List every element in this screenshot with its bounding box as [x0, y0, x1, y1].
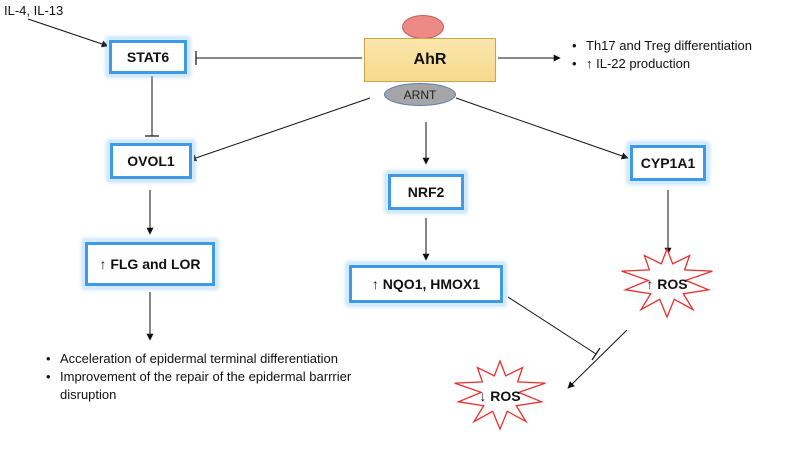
- ovol1-box: OVOL1: [110, 143, 192, 179]
- outcome-th17: Th17 and Treg differentiation: [570, 37, 752, 55]
- arrow-cytokines-to-stat6: [27, 18, 109, 48]
- outcome-acceleration: Acceleration of epidermal terminal diffe…: [44, 350, 374, 368]
- outcome-il22: ↑ IL-22 production: [570, 55, 752, 73]
- ahr-box: AhR: [364, 38, 496, 82]
- ros-down-label: ↓ ROS: [479, 388, 521, 404]
- nqo1-hmox1-box: ↑ NQO1, HMOX1: [349, 265, 503, 303]
- cytokines-label: IL-4, IL-13: [4, 3, 64, 18]
- ros-up-label: ↑ ROS: [646, 276, 688, 292]
- nrf2-box: NRF2: [388, 174, 464, 210]
- arnt-oval: ARNT: [384, 83, 456, 106]
- stat6-box: STAT6: [109, 40, 187, 74]
- inhibition-ahr-to-stat6: [195, 51, 362, 65]
- ros-up-burst: [621, 247, 713, 319]
- outcome-improvement: Improvement of the repair of the epiderm…: [44, 368, 374, 404]
- arrow-ahr-to-ovol1: [189, 97, 371, 162]
- ros-down-burst: [454, 359, 546, 431]
- cyp1a1-box: CYP1A1: [630, 145, 706, 181]
- right-outcomes-list: Th17 and Treg differentiation ↑ IL-22 pr…: [570, 37, 752, 73]
- arrow-rosup-to-rosdown: [567, 329, 628, 389]
- inhibition-nqo1-to-ros: [507, 296, 601, 361]
- ligand-oval: [402, 15, 444, 39]
- flg-lor-box: ↑ FLG and LOR: [85, 242, 215, 286]
- arrow-ahr-to-cyp1a1: [455, 97, 629, 160]
- inhibition-stat6-to-ovol1: [145, 75, 159, 137]
- bottom-outcomes-list: Acceleration of epidermal terminal diffe…: [44, 350, 374, 404]
